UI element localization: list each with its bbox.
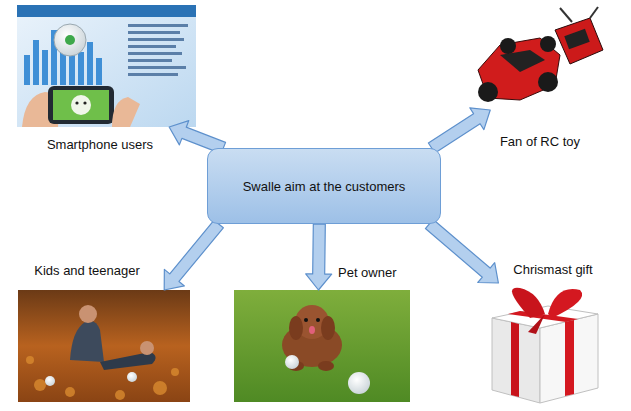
picture-node: Kids and teenager: [18, 290, 190, 402]
picture-node: Smartphone users: [17, 5, 196, 127]
customer-label: Pet owner: [338, 265, 397, 281]
center-box: Swalle aim at the customers: [207, 148, 441, 224]
block-arrow: [306, 224, 332, 290]
picture-node: Fan of RC toy: [470, 5, 605, 110]
pet-picture: [234, 290, 410, 402]
customer-label: Smartphone users: [47, 137, 153, 153]
block-arrow: [428, 108, 490, 153]
customer-label: Kids and teenager: [34, 263, 140, 279]
customer-label: Fan of RC toy: [500, 134, 580, 150]
smartphone-picture: [17, 5, 196, 127]
customer-label: Chrismast gift: [513, 262, 592, 278]
picture-node: Chrismast gift: [487, 283, 601, 405]
picture-node: Pet owner: [234, 290, 410, 402]
center-label: Swalle aim at the customers: [235, 175, 414, 198]
block-arrow: [164, 220, 223, 290]
kids-picture: [18, 290, 190, 402]
rc-toy-picture: [478, 7, 603, 102]
block-arrow: [425, 219, 498, 283]
gift-picture: [492, 288, 598, 403]
